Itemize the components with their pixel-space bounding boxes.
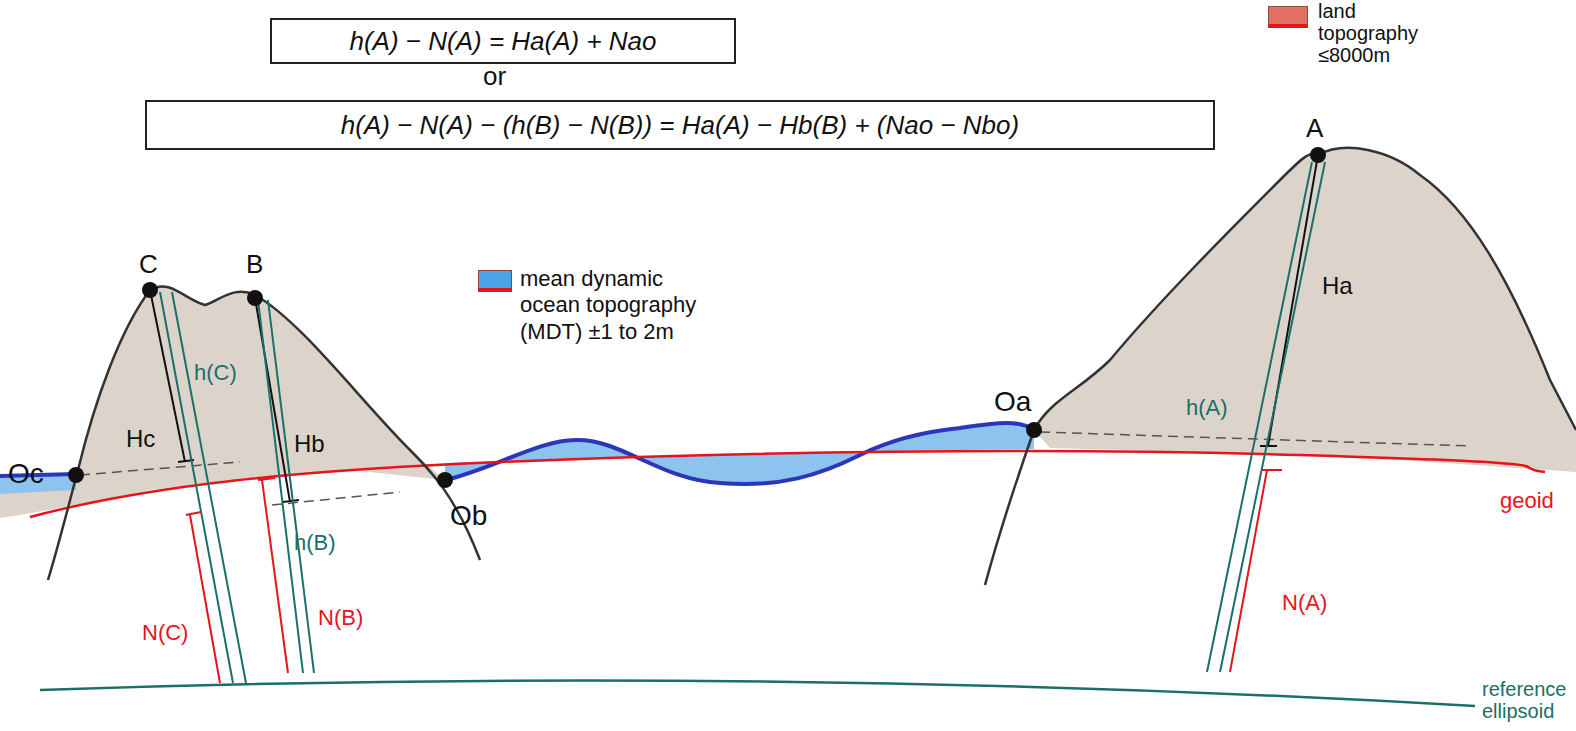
land-outline-left — [48, 286, 480, 580]
land-outline-right — [985, 148, 1576, 585]
equation-box: h(A) − N(A) − (h(B) − N(B)) = Ha(A) − Hb… — [145, 100, 1215, 150]
land-fill-left — [0, 286, 445, 518]
undulation-label: N(C) — [142, 620, 188, 645]
origin-label: Oc — [8, 458, 44, 490]
equation-text: h(A) − N(A) − (h(B) − N(B)) = Ha(A) − Hb… — [341, 110, 1019, 141]
surface-label: reference ellipsoid — [1482, 678, 1574, 722]
ellipsoidal-height-label: h(B) — [294, 530, 336, 555]
height-label: Hc — [126, 425, 155, 453]
geoid-curve — [30, 451, 1545, 517]
point-dot — [437, 472, 453, 488]
point-dot — [142, 282, 158, 298]
origin-label: Ob — [450, 500, 487, 532]
height-label: Ha — [1322, 272, 1353, 300]
point-dot — [68, 467, 84, 483]
legend-swatch — [478, 270, 512, 292]
height-line — [1260, 155, 1318, 446]
legend-text: mean dynamic ocean topography (MDT) ±1 t… — [520, 266, 700, 345]
ellipsoidal-height-label: h(C) — [194, 360, 237, 385]
geoid-undulation — [186, 512, 220, 683]
legend-text: land topography ≤8000m — [1318, 0, 1438, 66]
point-dot — [247, 290, 263, 306]
point-label: A — [1306, 114, 1323, 144]
undulation-label: N(B) — [318, 605, 363, 630]
reference-ellipsoid — [40, 681, 1475, 706]
undulation-label: N(A) — [1282, 590, 1327, 615]
height-label: Hb — [294, 430, 325, 458]
point-label: B — [246, 250, 263, 280]
point-label: C — [139, 250, 158, 280]
origin-label: Oa — [994, 386, 1031, 418]
ellipsoidal-height-label: h(A) — [1186, 395, 1228, 420]
legend-swatch — [1268, 6, 1308, 28]
conjunction-text: or — [483, 62, 506, 92]
geoid-undulation — [1230, 470, 1282, 672]
surface-label: geoid — [1500, 488, 1554, 513]
geoid-undulation — [258, 478, 288, 673]
equation-box: h(A) − N(A) = Ha(A) + Nao — [270, 18, 736, 64]
datum-level — [80, 462, 240, 475]
ellipsoidal-height — [258, 300, 314, 673]
point-dot — [1026, 422, 1042, 438]
point-dot — [1310, 147, 1326, 163]
equation-text: h(A) − N(A) = Ha(A) + Nao — [349, 26, 656, 57]
